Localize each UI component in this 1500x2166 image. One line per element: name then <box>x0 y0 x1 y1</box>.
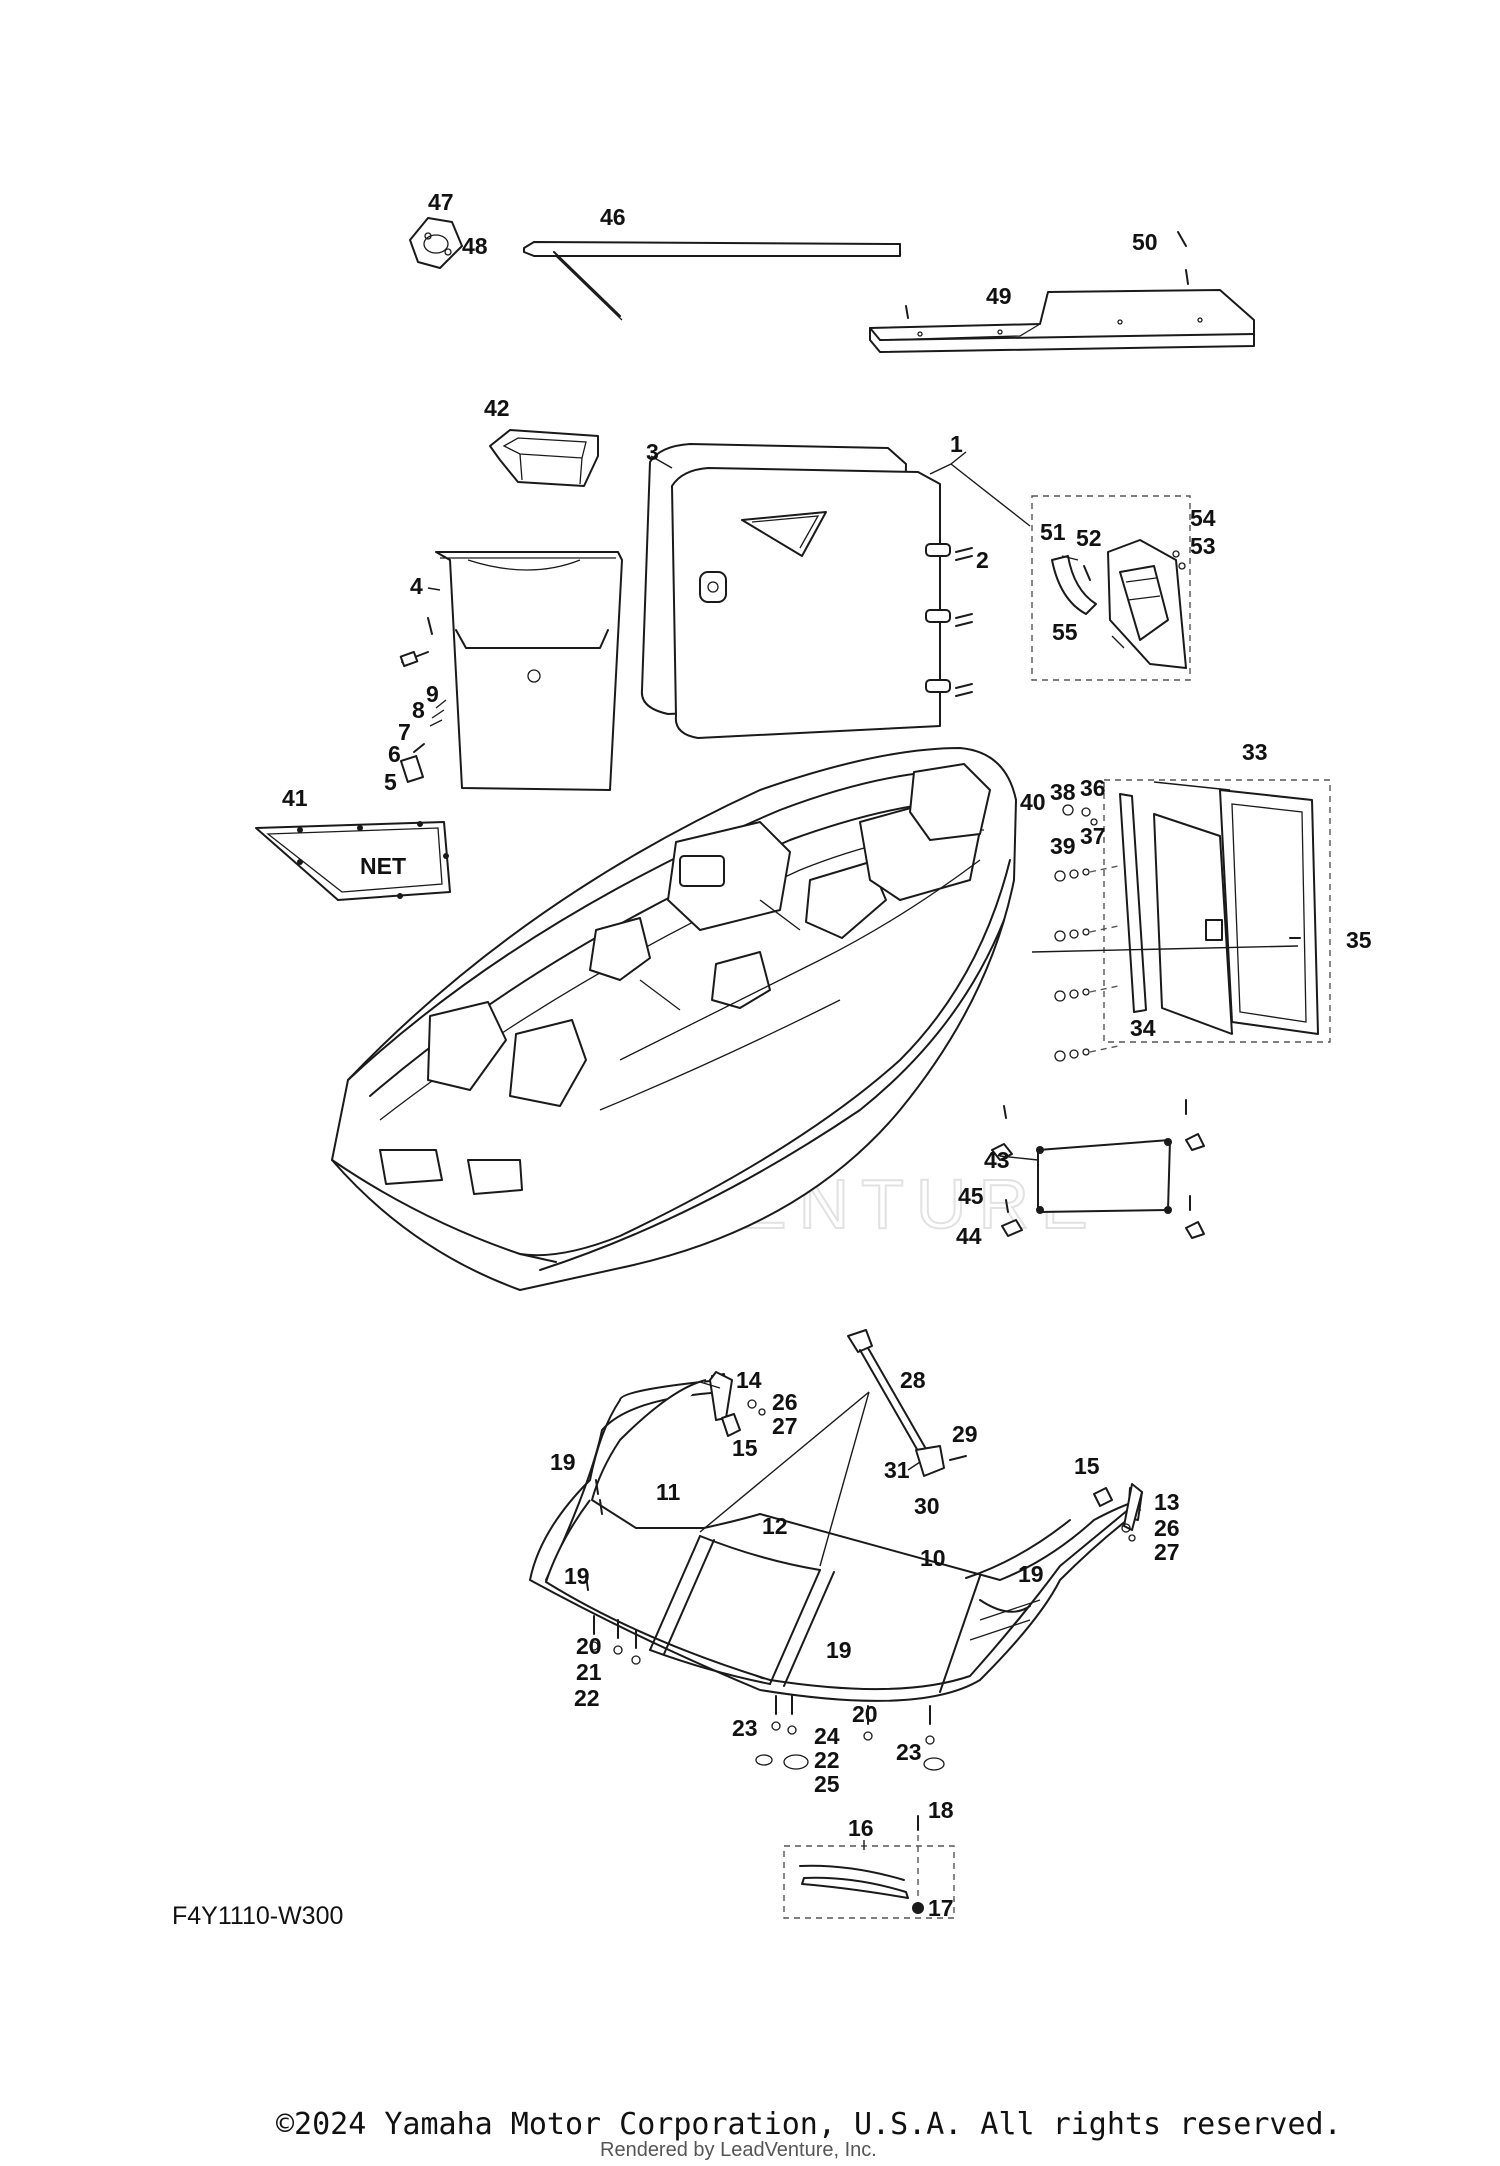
detail-box-51-55 <box>1031 495 1191 681</box>
leader-lines <box>427 451 1299 1850</box>
boat-hull <box>331 747 1017 1291</box>
callout-35: 35 <box>1346 927 1372 953</box>
callout-8: 8 <box>412 697 425 723</box>
callout-55: 55 <box>1052 619 1078 645</box>
detail-box-16-18 <box>783 1815 955 1919</box>
callout-54: 54 <box>1190 505 1216 531</box>
callout-6: 6 <box>388 741 401 767</box>
callout-16: 16 <box>848 1815 874 1841</box>
callout-51: 51 <box>1040 519 1066 545</box>
callout-labels: 47 48 46 50 49 42 3 1 2 4 9 8 7 6 5 51 5… <box>282 189 1372 1921</box>
callout-42: 42 <box>484 395 510 421</box>
callout-33: 33 <box>1242 739 1268 765</box>
callout-53: 53 <box>1190 533 1216 559</box>
callout-40: 40 <box>1020 789 1046 815</box>
diagram-code: F4Y1110-W300 <box>172 1902 343 1930</box>
callout-37: 37 <box>1080 823 1106 849</box>
callout-36: 36 <box>1080 775 1106 801</box>
callout-41: 41 <box>282 785 308 811</box>
callout-34: 34 <box>1130 1015 1156 1041</box>
callout-43: 43 <box>984 1147 1010 1173</box>
callout-24: 24 <box>814 1723 840 1749</box>
callout-2: 2 <box>976 547 989 573</box>
render-credit: Rendered by LeadVenture, Inc. <box>600 2139 877 2161</box>
callout-27b: 27 <box>1154 1539 1180 1565</box>
callout-19b: 19 <box>564 1563 590 1589</box>
part-49-storage-box <box>869 289 1255 353</box>
callout-15b: 15 <box>1074 1453 1100 1479</box>
copyright-notice: ©2024 Yamaha Motor Corporation, U.S.A. A… <box>276 2107 1342 2142</box>
callout-13: 13 <box>1154 1489 1180 1515</box>
callout-39: 39 <box>1050 833 1076 859</box>
callout-19a: 19 <box>550 1449 576 1475</box>
callout-23a: 23 <box>732 1715 758 1741</box>
part-50-screw <box>905 231 1189 319</box>
callout-47: 47 <box>428 189 454 215</box>
callout-19d: 19 <box>826 1637 852 1663</box>
callout-46: 46 <box>600 204 626 230</box>
windshield-fasteners <box>585 1399 1136 1771</box>
callout-50: 50 <box>1132 229 1158 255</box>
callout-30: 30 <box>914 1493 940 1519</box>
windshield-assembly <box>529 1371 1143 1702</box>
part-28-strut <box>847 1329 967 1477</box>
callout-20b: 20 <box>852 1701 878 1727</box>
callout-22b: 22 <box>814 1747 840 1773</box>
part-46-rod <box>523 241 901 321</box>
callout-14: 14 <box>736 1367 762 1393</box>
callout-28: 28 <box>900 1367 926 1393</box>
callout-49: 49 <box>986 283 1012 309</box>
callout-7: 7 <box>398 719 411 745</box>
part-42-cup-tray <box>489 429 599 487</box>
callout-4: 4 <box>410 573 423 599</box>
callout-5: 5 <box>384 769 397 795</box>
callout-21: 21 <box>576 1659 602 1685</box>
callout-29: 29 <box>952 1421 978 1447</box>
callout-3: 3 <box>646 439 659 465</box>
detail-box-33-40 <box>1054 779 1331 1062</box>
callout-25: 25 <box>814 1771 840 1797</box>
callout-9: 9 <box>426 681 439 707</box>
net-label: NET <box>360 853 406 879</box>
callout-10: 10 <box>920 1545 946 1571</box>
callout-20a: 20 <box>576 1633 602 1659</box>
part-41-net: NET <box>255 821 451 901</box>
callout-31: 31 <box>884 1457 910 1483</box>
callout-27a: 27 <box>772 1413 798 1439</box>
part-5-9-fasteners <box>399 617 447 783</box>
callout-38: 38 <box>1050 779 1076 805</box>
callout-19c: 19 <box>1018 1561 1044 1587</box>
callout-44: 44 <box>956 1223 982 1249</box>
callout-45: 45 <box>958 1183 984 1209</box>
callout-26b: 26 <box>1154 1515 1180 1541</box>
callout-26a: 26 <box>772 1389 798 1415</box>
part-43-net-frame <box>991 1099 1205 1239</box>
callout-17: 17 <box>928 1895 954 1921</box>
part-47-cleat <box>409 217 463 269</box>
callout-48: 48 <box>462 233 488 259</box>
callout-22a: 22 <box>574 1685 600 1711</box>
part-4-storage-bin <box>435 551 623 791</box>
callout-18: 18 <box>928 1797 954 1823</box>
callout-52: 52 <box>1076 525 1102 551</box>
callout-15a: 15 <box>732 1435 758 1461</box>
callout-1: 1 <box>950 431 963 457</box>
callout-12: 12 <box>762 1513 788 1539</box>
callout-23b: 23 <box>896 1739 922 1765</box>
callout-11: 11 <box>656 1479 681 1505</box>
part-3-side-panel <box>640 443 973 739</box>
